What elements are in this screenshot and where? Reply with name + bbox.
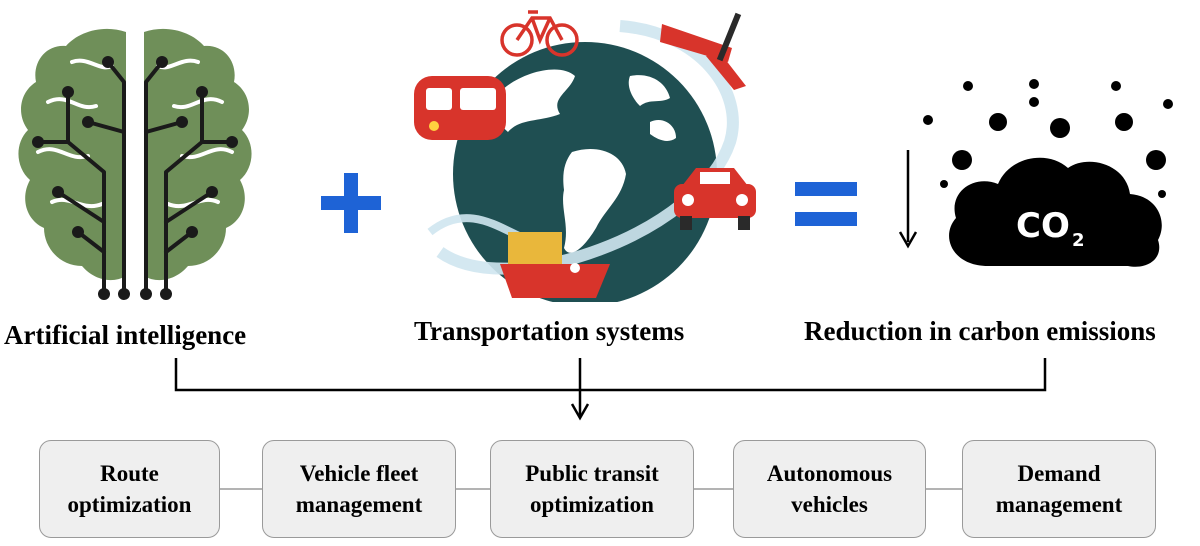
co2-cloud-icon: CO 2 [923,79,1173,267]
box-line: Route [100,461,159,486]
application-box-demand-management: Demand management [962,440,1156,538]
application-box-route-optimization: Route optimization [39,440,220,538]
box-line: management [295,492,423,517]
transport-caption: Transportation systems [414,316,685,346]
globe-transport-icon [414,10,756,302]
box-line: Public transit [525,461,659,486]
box-line: Vehicle fleet [299,461,419,486]
application-box-public-transit: Public transit optimization [490,440,694,538]
ai-caption: Artificial intelligence [4,320,247,350]
box-line: optimization [530,492,654,517]
brain-circuit-icon [18,28,252,300]
application-box-vehicle-fleet: Vehicle fleet management [262,440,456,538]
reduction-caption: Reduction in carbon emissions [804,316,1156,346]
box-line: Demand [1017,461,1101,486]
box-line: optimization [67,492,192,517]
box-line: vehicles [791,492,868,517]
plus-sign-icon [321,173,381,233]
co2-subscript: 2 [1072,230,1085,251]
box-line: management [995,492,1123,517]
co2-label: CO [1016,206,1070,246]
application-box-autonomous-vehicles: Autonomous vehicles [733,440,926,538]
equals-sign-icon [795,182,857,226]
box-line: Autonomous [766,461,893,486]
down-arrow-icon [898,150,918,249]
